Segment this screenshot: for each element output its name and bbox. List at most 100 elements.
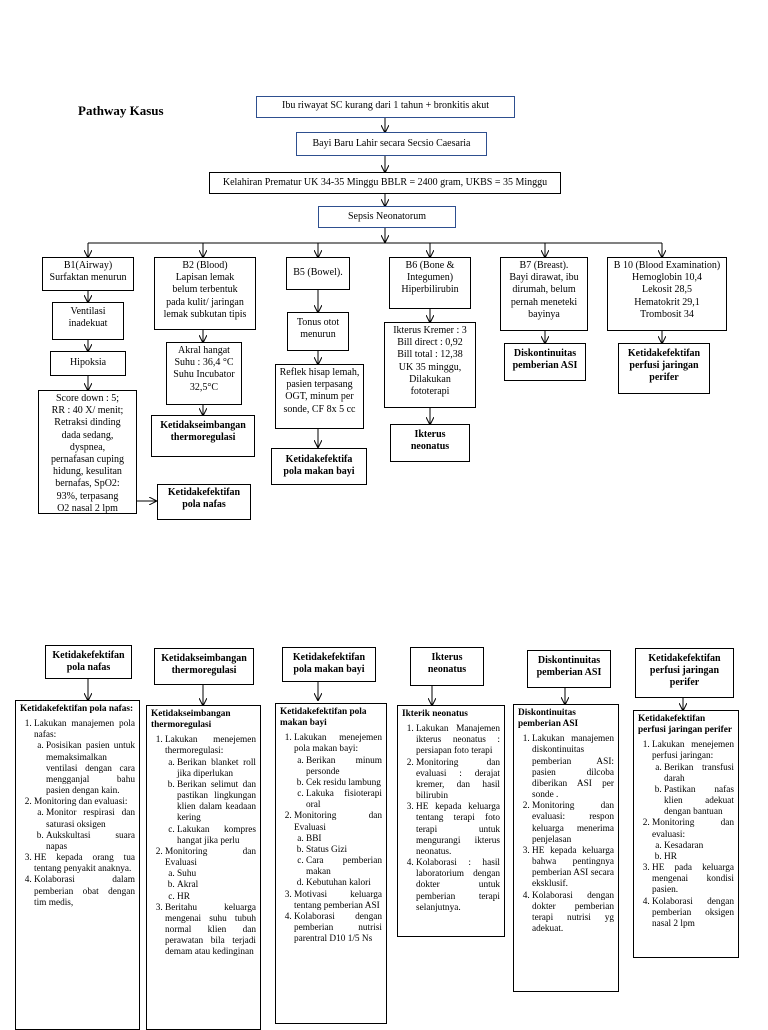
intervention-item: Motivasi keluarga tentang pemberian ASI: [294, 890, 382, 912]
intervention-item: HE pada keluarga mengenai kondisi pasien…: [652, 863, 734, 896]
intervention-subitem: Status Gizi: [306, 845, 382, 856]
col-header-asi: Diskontinuitas pemberian ASI: [527, 650, 611, 688]
birth-box: Bayi Baru Lahir secara Secsio Caesaria: [296, 132, 487, 156]
intervention-item: Monitoring dan evaluasi:KesadaranHR: [652, 818, 734, 863]
intervention-title: Ikterik neonatus: [402, 709, 468, 719]
dx-ikterus-box: Ikterus neonatus: [390, 424, 470, 462]
intervention-item: Kolaborasi dengan dokter pemberian terap…: [532, 891, 614, 936]
intervention-sublist: BBIStatus GiziCara pemberian makanKebutu…: [294, 834, 382, 890]
intervention-sublist: SuhuAkralHR: [165, 869, 256, 902]
b2-temperature-box: Akral hangat Suhu : 36,4 °C Suhu Incubat…: [166, 342, 242, 405]
intervention-item: Monitoring dan evaluasi: respon keluarga…: [532, 801, 614, 846]
col-header-perfusi: Ketidakefektifan perfusi jaringan perife…: [635, 648, 734, 698]
intervention-sublist: Posisikan pasien untuk memaksimalkan ven…: [34, 741, 135, 797]
col-header-pola-nafas: Ketidakefektifan pola nafas: [45, 645, 132, 679]
b2-blood-box: B2 (Blood) Lapisan lemak belum terbentuk…: [154, 257, 256, 330]
col-header-ikterus: Ikterus neonatus: [410, 647, 484, 686]
intervention-title: Ketidakefektifan perfusi jaringan perife…: [638, 714, 732, 736]
intervention-list: Lakukan manajemen pola nafas:Posisikan p…: [20, 719, 135, 909]
intervention-subitem: Aukskultasi suara napas: [46, 831, 135, 853]
intervention-subitem: Kebutuhan kalori: [306, 878, 382, 889]
intervention-subitem: Cara pemberian makan: [306, 856, 382, 878]
intervention-item: Lakukan manajemen diskontinuitas pemberi…: [532, 734, 614, 801]
intervention-sublist: Berikan transfusi darahPastikan nafas kl…: [652, 763, 734, 819]
intervention-subitem: HR: [177, 892, 256, 903]
page-title: Pathway Kasus: [78, 103, 164, 118]
intervention-col-pola-nafas: Ketidakefektifan pola nafas: Lakukan mana…: [15, 700, 140, 1030]
col-header-pola-makan: Ketidakefektifan pola makan bayi: [282, 647, 376, 682]
intervention-item: Lakukan Manajemen ikterus neonatus : per…: [416, 724, 500, 757]
intervention-subitem: BBI: [306, 834, 382, 845]
sepsis-box: Sepsis Neonatorum: [318, 206, 456, 228]
intervention-subitem: Lakuka fisioterapi oral: [306, 789, 382, 811]
dx-thermoregulasi-box: Ketidakseimbangan thermoregulasi: [151, 415, 255, 457]
b1-assessment-box: Score down : 5; RR : 40 X/ menit; Retrak…: [38, 390, 137, 514]
intervention-subitem: Lakukan kompres hangat jika perlu: [177, 825, 256, 847]
intervention-title: Ketidakefektifan pola nafas:: [20, 704, 134, 714]
intervention-item: Lakukan manajemen pola nafas:Posisikan p…: [34, 719, 135, 797]
intervention-subitem: Berikan selimut dan pastikan lingkungan …: [177, 780, 256, 825]
intervention-item: HE kepada orang tua tentang penyakit ana…: [34, 853, 135, 875]
intervention-item: Kolaborasi dalam pemberian obat dengan t…: [34, 875, 135, 908]
b5-tonus-box: Tonus otot menurun: [287, 312, 349, 351]
intervention-title: Ketidakefektifan pola makan bayi: [280, 707, 367, 729]
intervention-title: Diskontinuitas pemberian ASI: [518, 708, 579, 730]
intervention-subitem: Berikan blanket roll jika diperlukan: [177, 758, 256, 780]
intervention-list: Lakukan manajemen diskontinuitas pemberi…: [518, 734, 614, 935]
history-box: Ibu riwayat SC kurang dari 1 tahun + bro…: [256, 96, 515, 118]
intervention-item: Monitoring dan evaluasi:Monitor respiras…: [34, 797, 135, 853]
intervention-subitem: Monitor respirasi dan saturasi oksigen: [46, 808, 135, 830]
dx-pola-nafas-box: Ketidakefektifan pola nafas: [157, 484, 251, 520]
intervention-item: Lakukan menejemen pola makan bayi:Berika…: [294, 733, 382, 811]
intervention-sublist: Berikan minum persondeCek residu lambung…: [294, 756, 382, 812]
intervention-subitem: Cek residu lambung: [306, 778, 382, 789]
intervention-list: Lakukan menejemen thermoregulasi:Berikan…: [151, 735, 256, 958]
intervention-subitem: Berikan transfusi darah: [664, 763, 734, 785]
b6-bone-box: B6 (Bone & Integumen) Hiperbilirubin: [389, 257, 471, 309]
intervention-item: Lakukan menejemen thermoregulasi:Berikan…: [165, 735, 256, 847]
b1-hypoxia-box: Hipoksia: [50, 351, 126, 376]
b6-bilirubin-box: Ikterus Kremer : 3 Bill direct : 0,92 Bi…: [384, 322, 476, 408]
intervention-subitem: Pastikan nafas klien adekuat dengan bant…: [664, 785, 734, 818]
intervention-item: HE kepada keluarga bahwa pentingnya pemb…: [532, 846, 614, 891]
intervention-col-asi: Diskontinuitas pemberian ASI Lakukan mana…: [513, 704, 619, 992]
b1-airway-box: B1(Airway) Surfaktan menurun: [42, 257, 134, 291]
premature-box: Kelahiran Prematur UK 34-35 Minggu BBLR …: [209, 172, 561, 194]
intervention-sublist: KesadaranHR: [652, 841, 734, 863]
b1-ventilation-box: Ventilasi inadekuat: [52, 302, 124, 340]
dx-pola-makan-box: Ketidakefektifa pola makan bayi: [271, 448, 367, 485]
intervention-subitem: Berikan minum personde: [306, 756, 382, 778]
intervention-item: Monitoring dan EvaluasiSuhuAkralHR: [165, 847, 256, 903]
col-header-thermoregulasi: Ketidakseimbangan thermoregulasi: [154, 648, 254, 685]
intervention-list: Lakukan menejemen pola makan bayi:Berika…: [280, 733, 382, 945]
intervention-item: Monitoring dan EvaluasiBBIStatus GiziCar…: [294, 811, 382, 889]
intervention-item: Beritahu keluarga mengenai suhu tubuh no…: [165, 903, 256, 959]
intervention-item: Lakukan menejemen perfusi jaringan:Berik…: [652, 740, 734, 818]
intervention-sublist: Berikan blanket roll jika diperlukanBeri…: [165, 758, 256, 847]
dx-asi-box: Diskontinuitas pemberian ASI: [504, 343, 586, 381]
b5-reflex-box: Reflek hisap lemah, pasien terpasang OGT…: [275, 364, 364, 429]
intervention-title: Ketidakseimbangan thermoregulasi: [151, 709, 231, 731]
intervention-col-ikterus: Ikterik neonatusLakukan Manajemen ikteru…: [397, 705, 505, 937]
intervention-list: Lakukan Manajemen ikterus neonatus : per…: [402, 724, 500, 914]
intervention-col-thermoregulasi: Ketidakseimbangan thermoregulasiLakukan …: [146, 705, 261, 1030]
intervention-subitem: HR: [664, 852, 734, 863]
intervention-subitem: Suhu: [177, 869, 256, 880]
intervention-item: Kolaborasi dengan pemberian nutrisi pare…: [294, 912, 382, 945]
intervention-subitem: Posisikan pasien untuk memaksimalkan ven…: [46, 741, 135, 797]
dx-perfusi-box: Ketidakefektifan perfusi jaringan perife…: [618, 343, 710, 394]
intervention-subitem: Akral: [177, 880, 256, 891]
intervention-subitem: Kesadaran: [664, 841, 734, 852]
intervention-sublist: Monitor respirasi dan saturasi oksigenAu…: [34, 808, 135, 853]
intervention-item: Kolaborasi : hasil laboratorium dengan d…: [416, 858, 500, 914]
b5-bowel-box: B5 (Bowel).: [286, 257, 350, 290]
intervention-item: Monitoring dan evaluasi : derajat kremer…: [416, 758, 500, 803]
intervention-item: Kolaborasi dengan pemberian oksigen nasa…: [652, 897, 734, 930]
intervention-list: Lakukan menejemen perfusi jaringan:Berik…: [638, 740, 734, 930]
b10-lab-box: B 10 (Blood Examination) Hemoglobin 10,4…: [607, 257, 727, 331]
intervention-item: HE kepada keluarga tentang terapi foto t…: [416, 802, 500, 858]
intervention-col-perfusi: Ketidakefektifan perfusi jaringan perife…: [633, 710, 739, 958]
b7-breast-box: B7 (Breast). Bayi dirawat, ibu dirumah, …: [500, 257, 588, 331]
intervention-col-pola-makan: Ketidakefektifan pola makan bayiLakukan …: [275, 703, 387, 1024]
